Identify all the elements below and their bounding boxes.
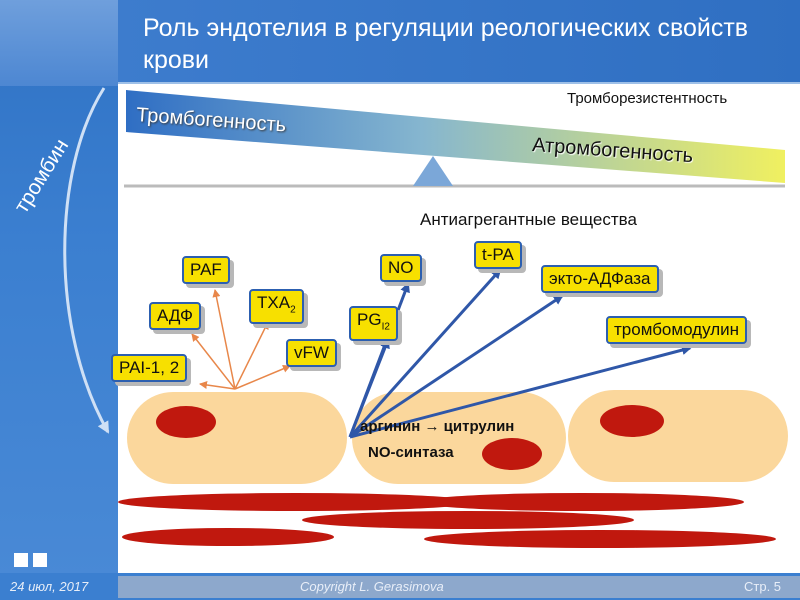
arrow-to-thrombomodulin bbox=[349, 345, 692, 439]
pgi2-subscript: I2 bbox=[381, 321, 390, 333]
paf-box: PAF bbox=[182, 256, 230, 284]
blood-layer-5 bbox=[424, 530, 776, 548]
endothelial-cell-right bbox=[568, 390, 788, 482]
logo-square-2 bbox=[33, 553, 47, 567]
arrow-to-ecto bbox=[349, 294, 564, 439]
endothelial-cell-middle bbox=[352, 392, 566, 484]
arrow-to-no bbox=[348, 282, 410, 438]
txa2-subscript: 2 bbox=[290, 304, 296, 316]
pgi2-box: PGI2 bbox=[349, 306, 398, 342]
adf-box: АДФ bbox=[149, 302, 201, 330]
blood-layer-2 bbox=[420, 493, 744, 511]
scale-fulcrum bbox=[413, 156, 453, 186]
no-synthase-label: NO-синтаза bbox=[368, 444, 454, 461]
logo-square-1 bbox=[14, 553, 28, 567]
nucleus-left bbox=[156, 406, 216, 438]
nucleus-middle bbox=[482, 438, 542, 470]
thrombomodulin-box: тромбомодулин bbox=[606, 316, 748, 344]
no-box: NO bbox=[380, 254, 422, 282]
blood-layer-4 bbox=[122, 528, 334, 546]
thrombin-curve-arrow bbox=[63, 87, 110, 434]
slide-title: Роль эндотелия в регуляции реологических… bbox=[143, 14, 749, 74]
arrow-to-txa bbox=[234, 321, 269, 390]
balance-bar bbox=[126, 90, 785, 183]
arrow-to-adf bbox=[191, 333, 236, 390]
arrow-to-vfw bbox=[234, 365, 291, 390]
pgi2-text: PG bbox=[357, 310, 382, 329]
endothelial-cell-left bbox=[127, 392, 347, 484]
arrow-to-paf bbox=[212, 289, 236, 390]
blood-layer-3 bbox=[302, 511, 634, 529]
txa2-box: TXA2 bbox=[249, 289, 304, 325]
antiaggregant-title: Антиагрегантные вещества bbox=[420, 210, 637, 229]
nucleus-right bbox=[600, 405, 664, 437]
header bbox=[118, 0, 800, 82]
arrow-to-tpa bbox=[348, 268, 502, 439]
footer-panel bbox=[118, 576, 800, 598]
footer-copyright: Copyright L. Gerasimova bbox=[300, 579, 444, 594]
header-rule bbox=[118, 82, 800, 84]
blood-layer-1 bbox=[118, 493, 474, 511]
footer-date: 24 июл, 2017 bbox=[10, 579, 89, 594]
arrow-to-pai bbox=[199, 381, 236, 390]
arginine-citrulline-label: аргинин → цитрулин bbox=[360, 418, 515, 435]
txa2-text: TXA bbox=[257, 293, 291, 312]
sidebar-top-panel bbox=[0, 0, 118, 86]
vfw-box: vFW bbox=[286, 339, 337, 367]
tpa-box: t-PA bbox=[474, 241, 522, 269]
pai-box: PAI-1, 2 bbox=[111, 354, 188, 382]
ecto-adfase-box: экто-АДФаза bbox=[541, 265, 659, 293]
footer-page-number: Стр. 5 bbox=[744, 579, 782, 594]
thromboresistance-label: Тромборезистентность bbox=[567, 90, 728, 107]
